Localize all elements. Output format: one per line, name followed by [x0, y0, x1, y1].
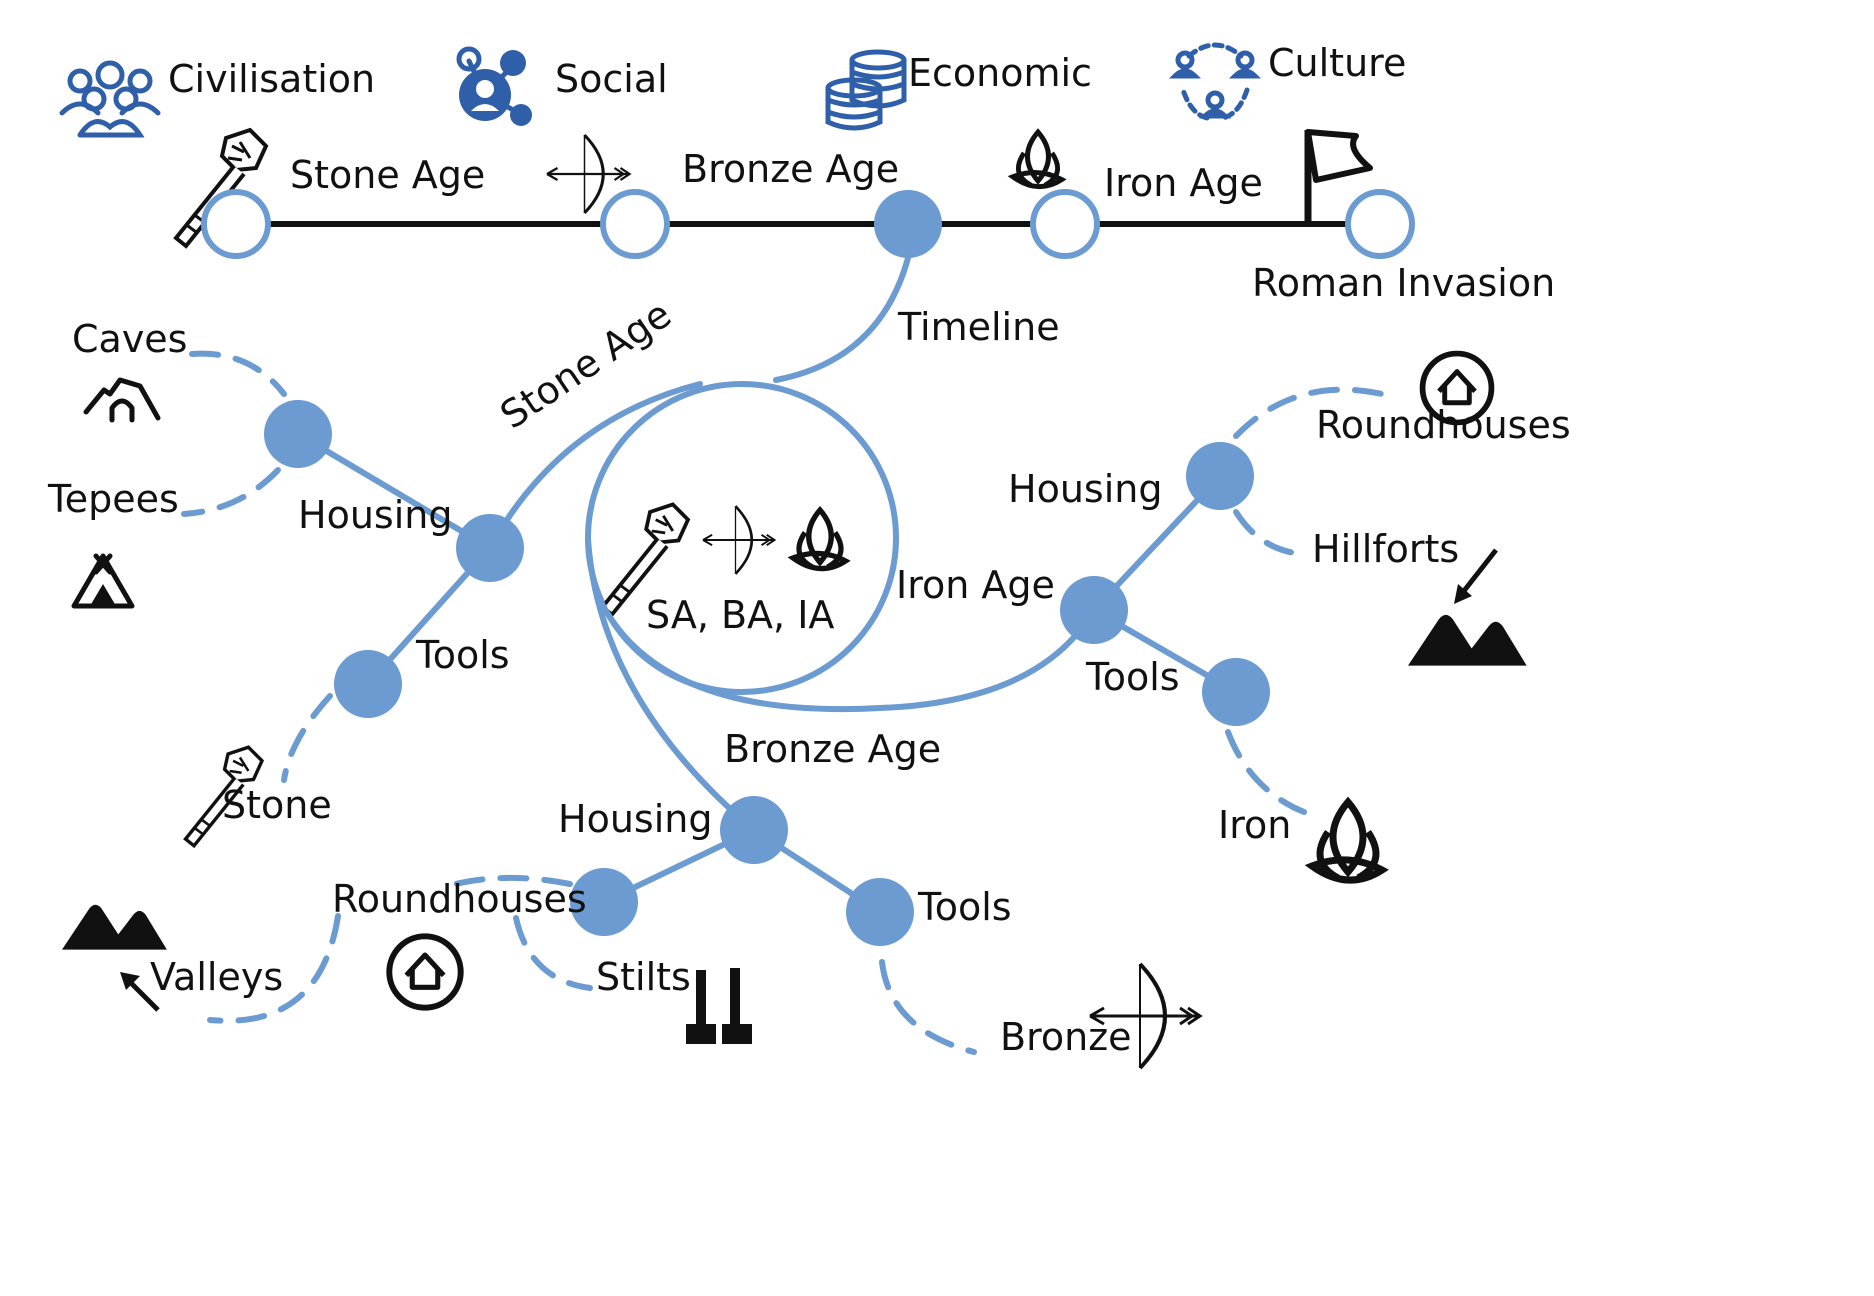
timeline-hub-node[interactable]: [874, 190, 942, 258]
stilts-dashed-line: [513, 915, 593, 991]
hillfort-arrow-icon: [1454, 548, 1498, 604]
tepees-label: Tepees: [47, 477, 179, 521]
iron-age-branch-label: Iron Age: [896, 563, 1055, 607]
stone-housing-node[interactable]: [264, 400, 332, 468]
legend-culture: Culture: [1168, 41, 1406, 121]
coins-stack-icon: [825, 49, 907, 131]
timeline-branch-line: [773, 255, 911, 383]
cave-icon: [83, 377, 161, 423]
valleys-arrow-icon: [120, 972, 160, 1012]
caves-label: Caves: [72, 317, 187, 361]
hillfort-mountains-icon: [1408, 614, 1527, 666]
caves-dashed-line: [189, 350, 287, 397]
bronze-roundhouses-dashed-line: [437, 874, 573, 891]
legend-culture-label: Culture: [1268, 41, 1406, 85]
timeline-node-iron-age[interactable]: [1030, 189, 1100, 259]
bronze-housing-node[interactable]: [570, 868, 638, 936]
legend-social-label: Social: [555, 57, 668, 101]
iron-dashed-line: [1225, 729, 1307, 815]
center-label: SA, BA, IA: [646, 593, 834, 637]
timeline-roman-invasion-label: Roman Invasion: [1252, 261, 1555, 305]
culture-cycle-icon: [1168, 42, 1262, 121]
legend-economic: Economic: [825, 49, 1092, 131]
stilts-icon: [686, 968, 752, 1044]
valleys-mountains-icon: [62, 904, 167, 950]
bronze-roundhouses-label: Roundhouses: [332, 877, 587, 921]
stone-housing-line: [295, 431, 493, 551]
social-network-icon: [456, 46, 532, 126]
timeline-branch-label: Timeline: [897, 305, 1060, 349]
bronze-tools-node[interactable]: [846, 878, 914, 946]
people-group-icon: [59, 60, 161, 138]
center-bow-arrow-icon: [701, 504, 776, 576]
bronze-house-circle-icon: [389, 936, 460, 1007]
iron-housing-label: Housing: [1008, 467, 1162, 511]
stone-tools-node[interactable]: [334, 650, 402, 718]
timeline-stone-age-label: Stone Age: [290, 153, 485, 197]
triquetra-icon: [1013, 132, 1062, 187]
stone-age-branch-line: [487, 381, 703, 551]
valleys-dashed-line: [207, 913, 341, 1024]
bronze-dashed-line: [879, 959, 977, 1055]
valleys-label: Valleys: [150, 955, 283, 999]
iron-tools-label: Tools: [1085, 655, 1180, 699]
stilts-label: Stilts: [596, 955, 691, 999]
legend-civilisation: Civilisation: [59, 57, 375, 138]
bronze-label: Bronze: [1000, 1015, 1132, 1059]
hillforts-dashed-line: [1233, 509, 1305, 557]
hillforts-label: Hillforts: [1312, 527, 1459, 571]
center-triquetra-icon: [793, 510, 846, 569]
stone-label: Stone: [222, 783, 332, 827]
iron-age-branch-line: [597, 597, 1097, 713]
bronze-housing-label: Housing: [558, 797, 712, 841]
legend-civilisation-label: Civilisation: [168, 57, 375, 101]
legend-social: Social: [456, 46, 668, 126]
bronze-age-branch-label: Bronze Age: [724, 727, 941, 771]
legend-economic-label: Economic: [908, 51, 1092, 95]
tepees-dashed-line: [181, 467, 281, 517]
stone-housing-label: Housing: [298, 493, 452, 537]
bronze-age-branch-line: [585, 537, 757, 833]
iron-roundhouses-dashed-line: [1233, 386, 1401, 439]
timeline-node-roman-invasion[interactable]: [1345, 189, 1415, 259]
iron-label: Iron: [1218, 803, 1291, 847]
iron-tools-node[interactable]: [1202, 658, 1270, 726]
bronze-tools-label: Tools: [917, 885, 1012, 929]
timeline-iron-age-label: Iron Age: [1104, 161, 1263, 205]
timeline-node-bronze-age[interactable]: [600, 189, 670, 259]
iron-roundhouses-label: Roundhouses: [1316, 403, 1571, 447]
stone-dashed-line: [281, 693, 333, 783]
flag-icon: [1304, 129, 1373, 224]
stone-tools-label: Tools: [415, 633, 510, 677]
timeline-bronze-age-label: Bronze Age: [682, 147, 899, 191]
iron-triquetra-icon: [1312, 802, 1382, 880]
timeline-node-stone-age[interactable]: [201, 189, 271, 259]
iron-housing-node[interactable]: [1186, 442, 1254, 510]
tepee-icon: [71, 553, 135, 609]
